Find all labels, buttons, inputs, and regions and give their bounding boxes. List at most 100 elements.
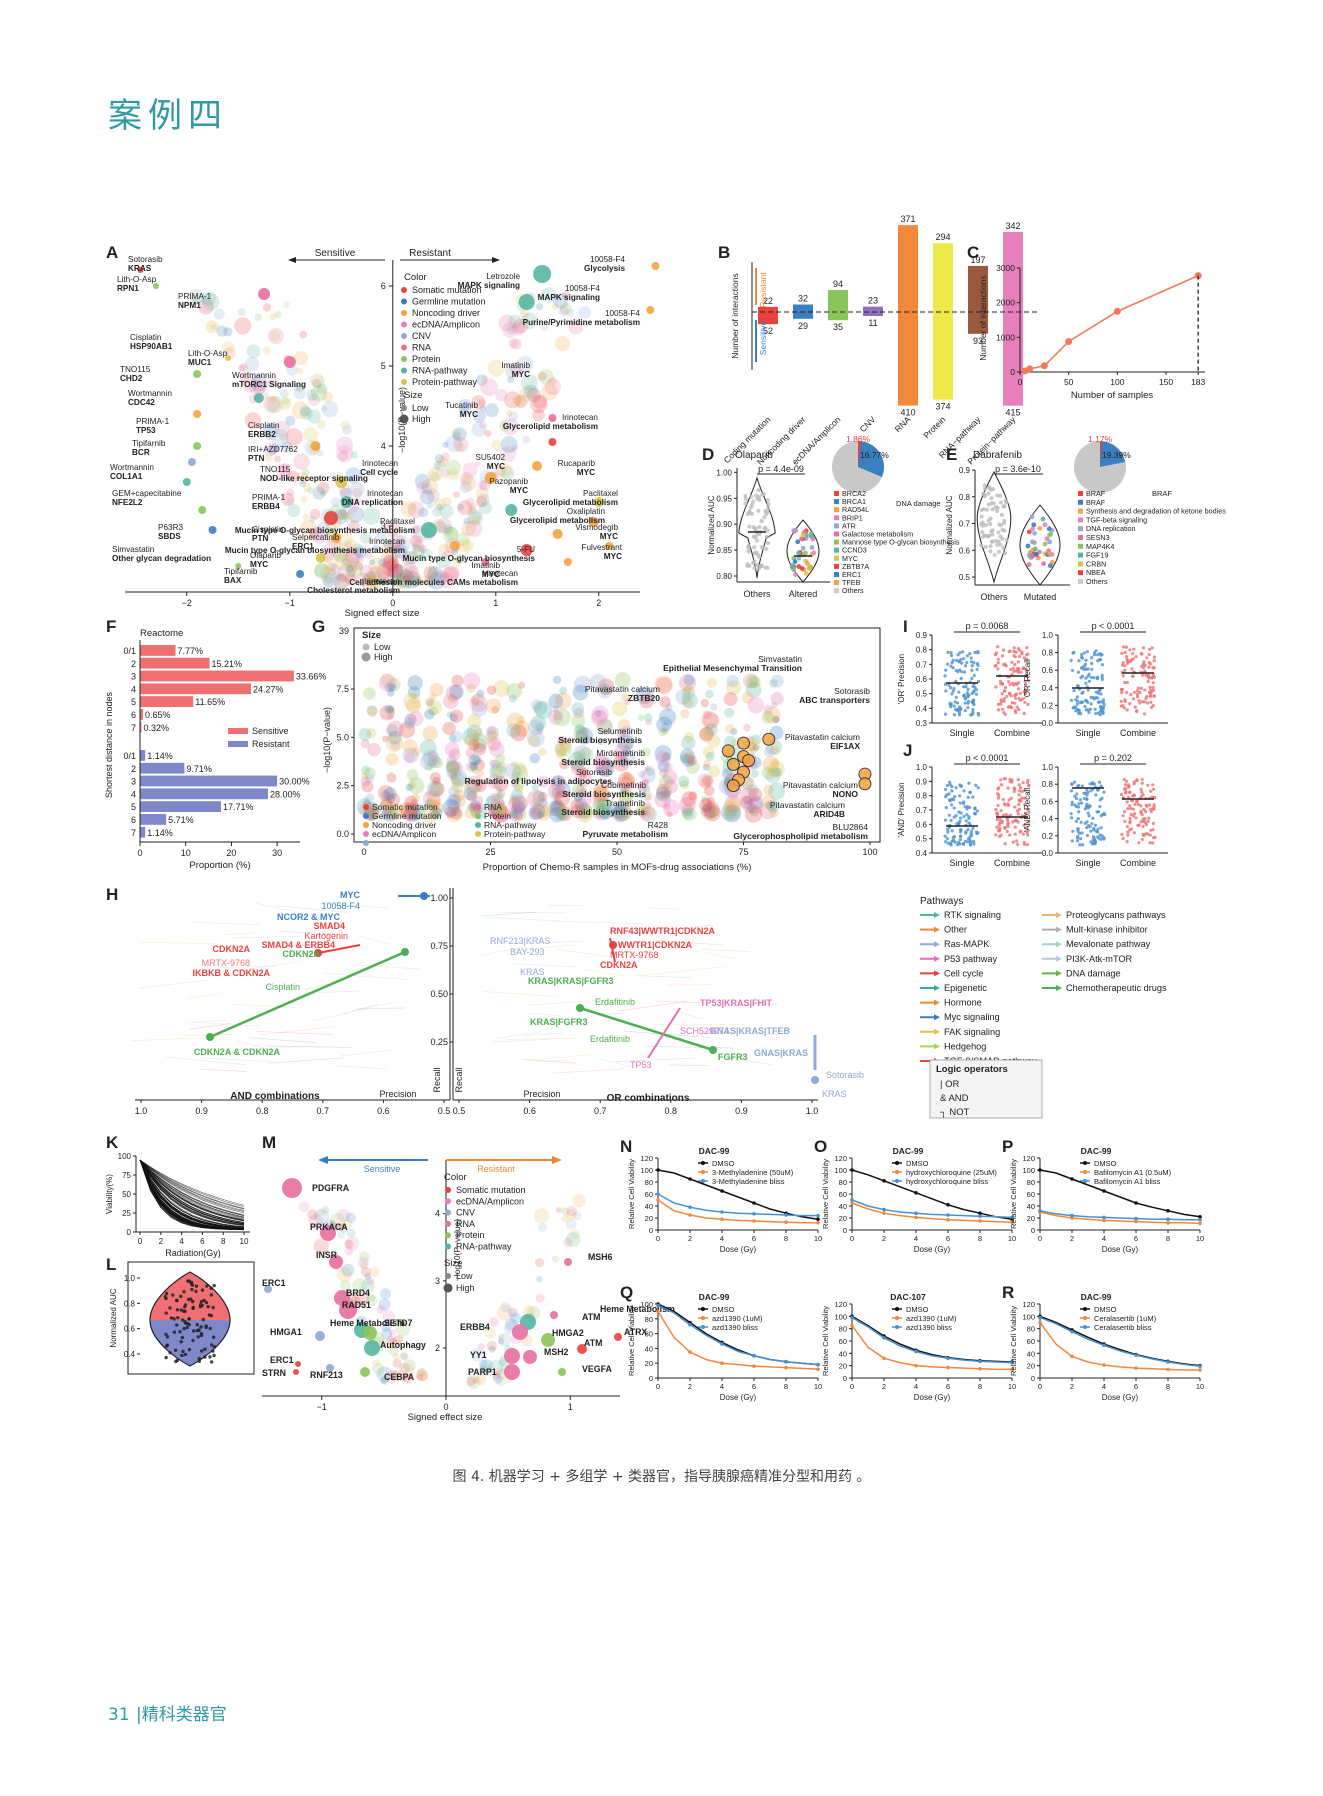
i2-point-single bbox=[1071, 706, 1075, 710]
h-point bbox=[709, 1046, 717, 1054]
g-point bbox=[641, 767, 656, 783]
d-point-others bbox=[765, 528, 770, 533]
background-point bbox=[269, 313, 277, 321]
h-bg-segment bbox=[189, 1023, 231, 1030]
g-point bbox=[378, 674, 397, 692]
a-legend-dot bbox=[401, 367, 407, 374]
O-point bbox=[882, 1207, 886, 1212]
c-line bbox=[1024, 274, 1199, 372]
h-pathway-arrow bbox=[1056, 970, 1062, 977]
R-point bbox=[1198, 1368, 1202, 1372]
background-point bbox=[197, 298, 214, 315]
m-resistant-label: Resistant bbox=[477, 1164, 515, 1174]
g-point bbox=[534, 701, 553, 719]
P-point bbox=[1134, 1201, 1138, 1205]
N-legend-label: DMSO bbox=[712, 1159, 735, 1168]
N-title: DAC-99 bbox=[699, 1146, 730, 1156]
k-y-tick-label: 75 bbox=[122, 1171, 131, 1180]
i1-point-combine bbox=[1012, 649, 1016, 654]
background-point bbox=[310, 373, 325, 389]
g-point bbox=[619, 808, 627, 816]
g-point bbox=[721, 768, 733, 780]
i1-point-single bbox=[951, 666, 955, 670]
g-point bbox=[410, 808, 422, 821]
l-point bbox=[182, 1290, 186, 1294]
background-point bbox=[400, 500, 417, 517]
l-point bbox=[187, 1347, 192, 1352]
d-group-label: Altered bbox=[789, 589, 818, 599]
f-value: 24.27% bbox=[253, 684, 284, 694]
i1-point-single bbox=[946, 662, 950, 666]
h-pathway-label: P53 pathway bbox=[944, 954, 998, 964]
d-point-altered bbox=[800, 545, 806, 551]
e-point-others bbox=[998, 542, 1003, 547]
h-bg-segment bbox=[241, 960, 304, 971]
background-point bbox=[443, 549, 452, 558]
g-point bbox=[666, 811, 673, 818]
background-point bbox=[343, 512, 354, 523]
g-point bbox=[453, 809, 461, 817]
i2-point-single bbox=[1075, 699, 1080, 703]
d-point-altered bbox=[806, 565, 812, 571]
i1-point-combine bbox=[994, 651, 999, 655]
g-point bbox=[724, 735, 736, 748]
background-point bbox=[322, 391, 334, 403]
d-y-label: Normalized AUC bbox=[707, 495, 716, 554]
background-point bbox=[395, 576, 404, 585]
l-point bbox=[210, 1343, 214, 1347]
highlight-point bbox=[505, 504, 518, 516]
a-drug-label: Selpercatinib bbox=[292, 533, 340, 542]
background-point bbox=[463, 517, 471, 525]
d-pie-slice bbox=[858, 440, 861, 467]
i1-point-combine bbox=[1016, 660, 1020, 664]
background-point bbox=[506, 409, 513, 417]
panel-label: R bbox=[1002, 1283, 1014, 1302]
h-bg-segment bbox=[343, 1003, 379, 1015]
i2-point-combine bbox=[1145, 656, 1149, 660]
g-point bbox=[442, 799, 460, 817]
h-bg-segment bbox=[639, 966, 726, 976]
j1-point-single bbox=[973, 812, 978, 816]
a-target-label: MAPK signaling bbox=[458, 281, 520, 290]
g-point bbox=[743, 673, 758, 689]
g-point bbox=[426, 698, 435, 707]
g-point bbox=[530, 804, 546, 820]
j1-point-combine bbox=[1025, 780, 1030, 785]
j2-point-combine bbox=[1147, 816, 1151, 820]
g-point bbox=[593, 785, 610, 803]
a-drug-label: Simvastatin bbox=[112, 545, 155, 554]
g-point bbox=[453, 789, 465, 802]
g-point bbox=[427, 750, 438, 762]
background-point bbox=[407, 571, 421, 584]
O-y-tick-label: 120 bbox=[834, 1154, 847, 1163]
f-value: 11.65% bbox=[195, 697, 225, 707]
j2-point-combine bbox=[1132, 831, 1136, 835]
g-highlight bbox=[726, 757, 740, 771]
h-left-label: CDKN2A bbox=[212, 944, 250, 954]
R-point bbox=[1038, 1320, 1042, 1325]
background-point bbox=[333, 552, 351, 571]
background-point bbox=[380, 577, 389, 587]
m-bg-point bbox=[418, 1371, 428, 1382]
h-pathway-arrow bbox=[934, 926, 940, 933]
h-bg-segment bbox=[521, 1058, 577, 1064]
background-point bbox=[500, 466, 515, 480]
background-point bbox=[442, 526, 459, 543]
j2-point-single bbox=[1086, 811, 1090, 815]
h-bg-segment bbox=[313, 1012, 348, 1022]
g-point bbox=[703, 759, 712, 768]
i2-point-combine bbox=[1144, 696, 1148, 701]
j2-point-combine bbox=[1128, 821, 1132, 825]
g-point bbox=[746, 784, 759, 797]
l-point bbox=[197, 1356, 201, 1361]
i2-point-single bbox=[1087, 679, 1091, 683]
highlight-point bbox=[520, 544, 533, 556]
h-y-tick-label: 0.75 bbox=[430, 941, 448, 951]
g-point bbox=[509, 810, 519, 819]
e-point-others bbox=[996, 549, 1001, 554]
background-point bbox=[360, 531, 373, 544]
i2-point-combine bbox=[1123, 699, 1127, 704]
i1-point-single bbox=[954, 707, 958, 712]
j1-point-single bbox=[947, 792, 951, 796]
background-point bbox=[436, 517, 453, 534]
